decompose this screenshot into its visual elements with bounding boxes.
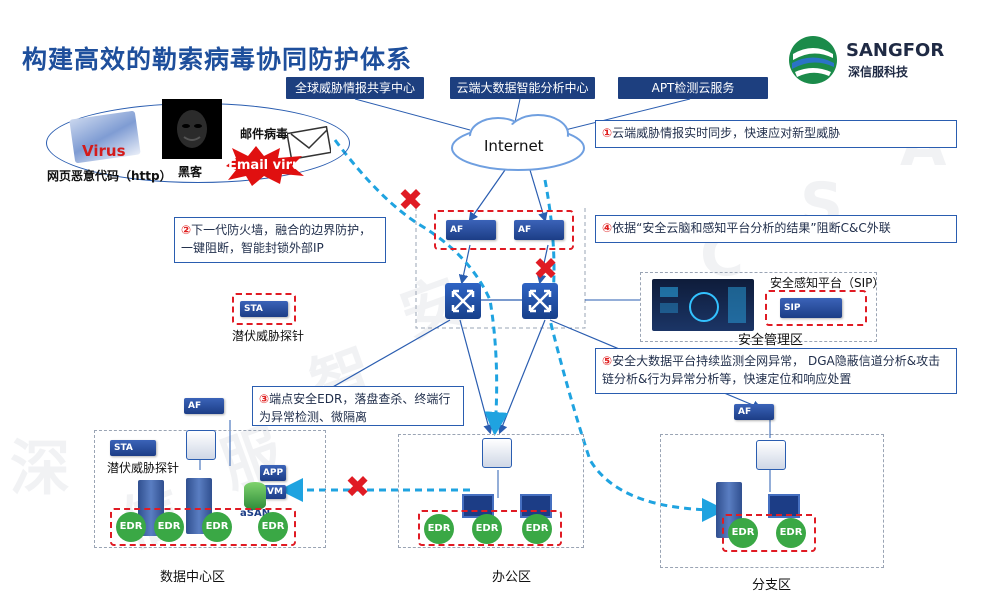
- branch-zone: [660, 434, 884, 568]
- cloud-service-threat-intel: 全球威胁情报共享中心: [286, 77, 424, 99]
- vm-badge: VM: [264, 485, 286, 499]
- note-2-number: ②: [181, 223, 192, 237]
- datacenter-edr-highlight: [110, 508, 296, 546]
- firewall-af-2: AF: [514, 220, 564, 240]
- block-x-icon: ✖: [398, 183, 424, 218]
- note-1-number: ①: [602, 126, 613, 140]
- note-5: ⑤安全大数据平台持续监测全网异常， DGA隐蔽信道分析&攻击链分析&行为异常分析…: [595, 348, 957, 394]
- envelope-icon: [286, 125, 332, 161]
- office-switch-icon: [482, 438, 512, 468]
- edr-agent: EDR: [424, 514, 454, 544]
- core-switch-2-icon: [522, 283, 558, 319]
- note-4-number: ④: [602, 221, 613, 235]
- core-switch-1-icon: [445, 283, 481, 319]
- asan-label: aSAN: [240, 508, 271, 519]
- note-2: ②下一代防火墙，融合的边界防护，一键阻断，智能封锁外部IP: [174, 217, 386, 263]
- office-zone: [398, 434, 584, 548]
- note-3-text: 端点安全EDR，落盘查杀、终端行为异常检测、微隔离: [259, 392, 451, 424]
- sip-highlight: [765, 290, 867, 326]
- note-5-text: 安全大数据平台持续监测全网异常， DGA隐蔽信道分析&攻击链分析&行为异常分析等…: [602, 354, 941, 386]
- block-x-icon: ✖: [533, 252, 559, 287]
- edr-agent: EDR: [472, 514, 502, 544]
- firewall-highlight: [434, 210, 574, 250]
- sta-probe: STA: [240, 301, 288, 317]
- branch-af: AF: [734, 404, 774, 420]
- web-threat-label: 网页恶意代码（http）: [47, 169, 172, 183]
- edr-agent: EDR: [116, 512, 146, 542]
- cloud-service-apt: APT检测云服务: [618, 77, 768, 99]
- hacker-icon: [162, 99, 222, 159]
- edr-agent: EDR: [728, 518, 758, 548]
- firewall-af-1: AF: [446, 220, 496, 240]
- note-1: ①云端威胁情报实时同步，快速应对新型威胁: [595, 120, 957, 148]
- cloud-service-bigdata: 云端大数据智能分析中心: [450, 77, 595, 99]
- note-5-number: ⑤: [602, 354, 613, 368]
- logo-subtitle: 深信服科技: [848, 65, 909, 79]
- datacenter-sta-probe: STA: [110, 440, 156, 456]
- mail-virus-label: 邮件病毒: [240, 127, 289, 141]
- security-zone: [640, 272, 877, 342]
- datacenter-probe-label: 潜伏威胁探针: [107, 461, 180, 475]
- email-virus-text: Email virus: [228, 158, 309, 173]
- hacker-label: 黑客: [178, 165, 203, 179]
- sip-device: SIP: [780, 298, 842, 318]
- note-3-number: ③: [259, 392, 270, 406]
- office-edr-highlight: [418, 510, 562, 546]
- branch-switch-icon: [756, 440, 786, 470]
- edr-agent: EDR: [154, 512, 184, 542]
- virus-text: Virus: [82, 142, 126, 160]
- edr-agent: EDR: [202, 512, 232, 542]
- note-4: ④依据“安全云脑和感知平台分析的结果”阻断C&C外联: [595, 215, 957, 243]
- edr-agent: EDR: [258, 512, 288, 542]
- email-virus-burst-icon: [222, 146, 306, 186]
- logo-brand: SANGFOR: [846, 40, 945, 61]
- app-badge: APP: [260, 465, 286, 481]
- datacenter-switch-icon: [186, 430, 216, 460]
- branch-edr-highlight: [722, 514, 816, 552]
- internet-cloud-icon: [448, 112, 588, 172]
- note-3: ③端点安全EDR，落盘查杀、终端行为异常检测、微隔离: [252, 386, 464, 426]
- watermark-char: 深: [10, 434, 70, 504]
- sangfor-logo-icon: [787, 34, 839, 86]
- note-4-text: 依据“安全云脑和感知平台分析的结果”阻断C&C外联: [612, 221, 891, 235]
- internet-label: Internet: [484, 137, 544, 155]
- dashboard-screen-icon: [652, 279, 754, 331]
- note-2-text: 下一代防火墙，融合的边界防护，一键阻断，智能封锁外部IP: [181, 223, 372, 255]
- storage-icon: [244, 482, 266, 510]
- block-x-icon: ✖: [345, 470, 371, 505]
- page-title: 构建高效的勒索病毒协同防护体系: [22, 45, 413, 74]
- datacenter-label: 数据中心区: [160, 570, 226, 585]
- office-label: 办公区: [492, 570, 532, 585]
- probe-highlight: [232, 293, 296, 325]
- note-1-text: 云端威胁情报实时同步，快速应对新型威胁: [612, 126, 841, 140]
- sip-platform-label: 安全感知平台（SIP）: [770, 276, 885, 290]
- datacenter-af: AF: [184, 398, 224, 414]
- edr-agent: EDR: [522, 514, 552, 544]
- security-zone-label: 安全管理区: [738, 333, 804, 348]
- branch-label: 分支区: [752, 578, 792, 593]
- edr-agent: EDR: [776, 518, 806, 548]
- probe-label: 潜伏威胁探针: [232, 329, 305, 343]
